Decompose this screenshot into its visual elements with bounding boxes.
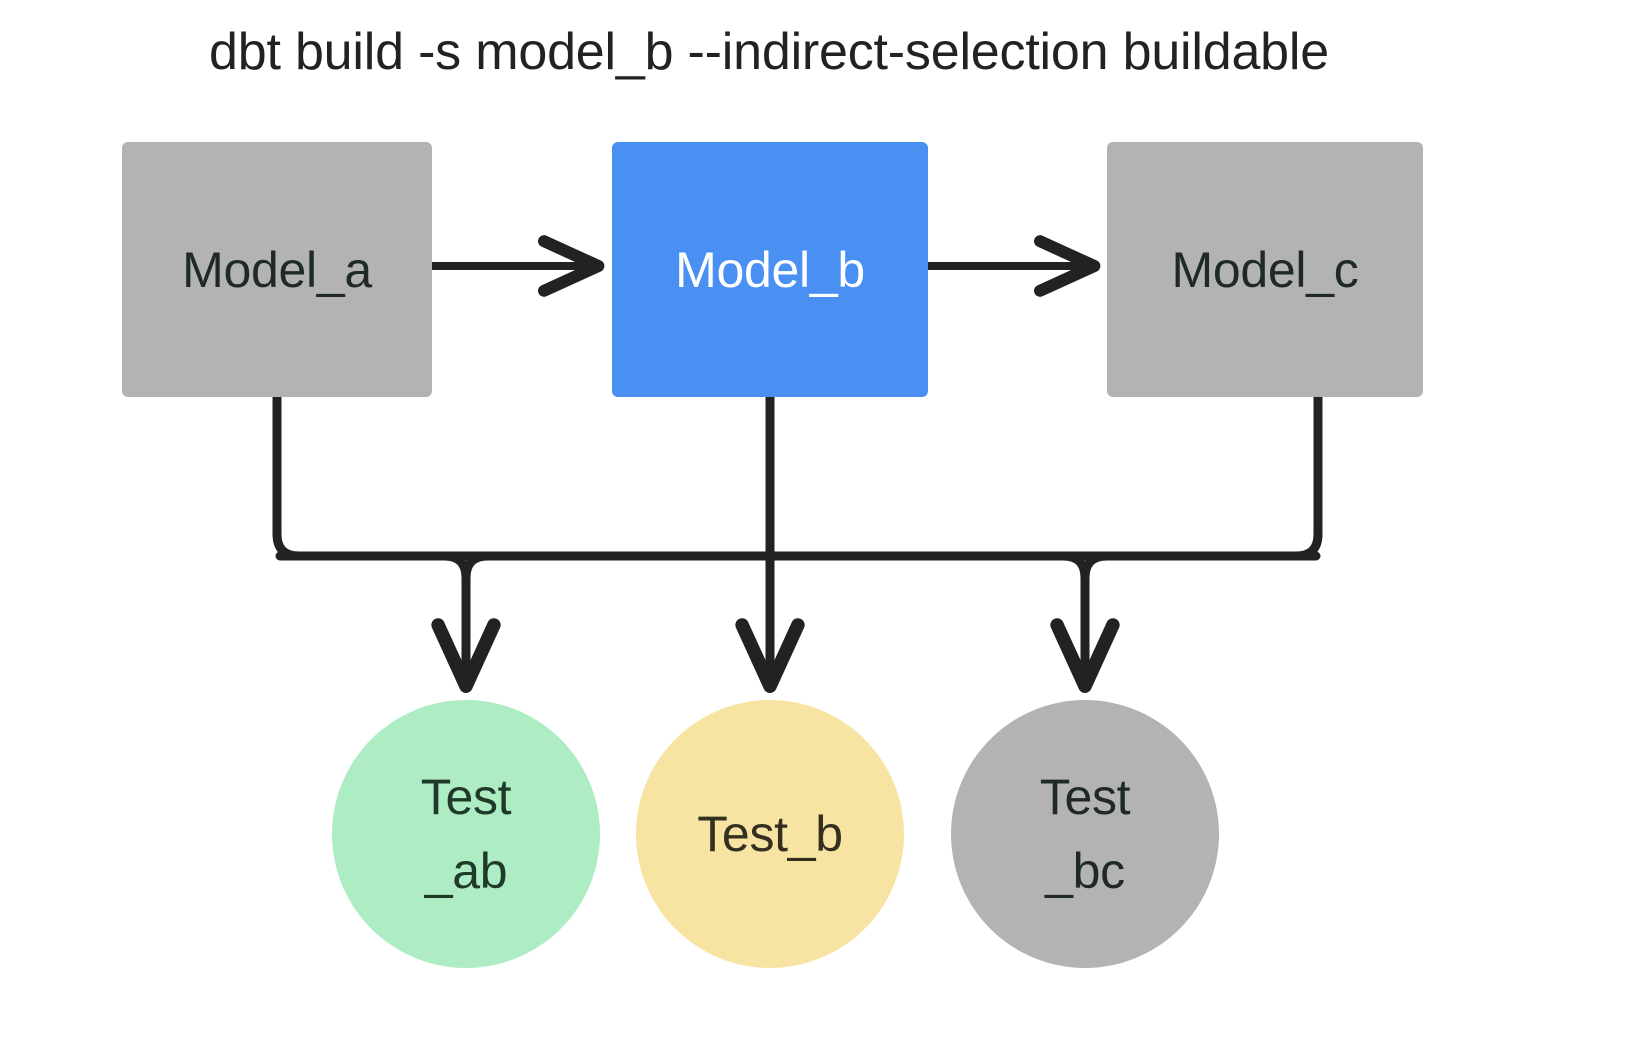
node-test-ab-label-line2: _ab [424, 843, 508, 899]
diagram-title: dbt build -s model_b --indirect-selectio… [209, 23, 1329, 81]
node-model-c-label: Model_c [1171, 241, 1359, 298]
edge-model-a-to-bus [272, 392, 1321, 561]
node-model-c[interactable]: Model_c [1107, 142, 1423, 397]
node-test-bc-label-line1: Test [1039, 769, 1131, 825]
node-test-bc[interactable]: Test _bc [951, 700, 1219, 968]
node-model-b[interactable]: Model_b [612, 142, 928, 397]
edge-bus-tee-left-test-bc [1080, 551, 1108, 579]
node-test-ab[interactable]: Test _ab [332, 700, 600, 968]
node-model-b-label: Model_b [675, 241, 865, 298]
edge-bus-tee-left-test-ab [461, 551, 489, 579]
edge-model-c-to-bus [275, 392, 1323, 561]
node-test-b[interactable]: Test_b [636, 700, 904, 968]
node-model-a-label: Model_a [182, 241, 372, 298]
node-model-a[interactable]: Model_a [122, 142, 432, 397]
node-test-ab-label-line1: Test [420, 769, 512, 825]
node-test-bc-label-line2: _bc [1045, 843, 1125, 899]
node-test-b-label-line1: Test_b [697, 806, 843, 862]
